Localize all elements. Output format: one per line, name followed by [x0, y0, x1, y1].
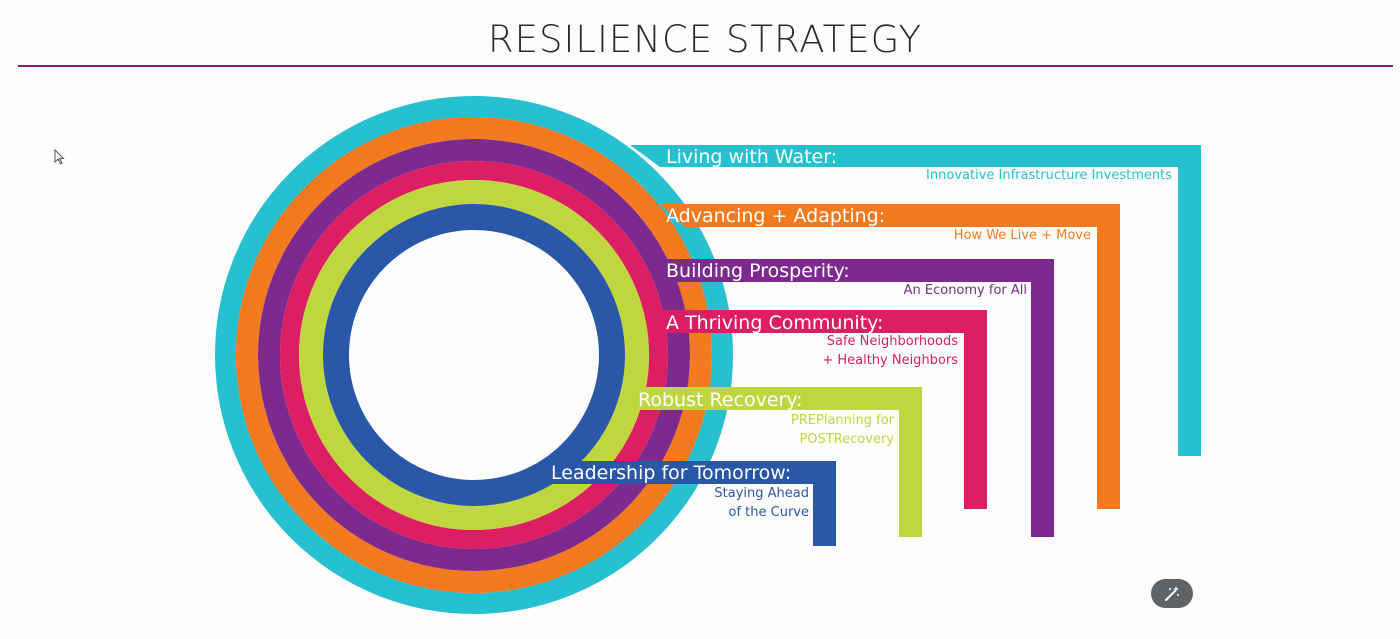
pillar-title: Robust Recovery:: [638, 389, 803, 411]
pillar-subtitle: Safe Neighborhoods: [827, 334, 958, 349]
pillar-title: Advancing + Adapting:: [666, 205, 885, 227]
pillar-subtitle: POSTRecovery: [799, 432, 894, 447]
ring-group: [215, 96, 733, 614]
pointer-cursor-icon: [54, 149, 65, 165]
ring-building-prosperity: [258, 139, 690, 571]
pillar-subtitle: PREPlanning for: [791, 413, 895, 428]
magic-wand-icon: [1165, 585, 1179, 601]
pillar-subtitle: Innovative Infrastructure Investments: [926, 168, 1172, 183]
page-title: RESILIENCE STRATEGY: [487, 18, 923, 61]
band-robust-recovery: [624, 387, 922, 537]
ring-living-with-water: [215, 96, 733, 614]
ring-robust-recovery: [299, 180, 649, 530]
pillar-title: A Thriving Community:: [666, 312, 883, 334]
band-thriving-community: [660, 310, 987, 509]
band-leadership: [540, 461, 836, 546]
pillar-labels: Living with Water: Innovative Infrastruc…: [551, 146, 1172, 520]
pillar-subtitle: Staying Ahead: [714, 486, 809, 501]
pillar-subtitle: How We Live + Move: [954, 228, 1091, 243]
pillar-subtitle: An Economy for All: [904, 283, 1027, 298]
magic-edit-button[interactable]: [1151, 579, 1193, 608]
pillar-title: Living with Water:: [666, 146, 837, 168]
pillar-subtitle: of the Curve: [729, 505, 809, 520]
ring-thriving-community: [280, 161, 668, 549]
pillar-subtitle: + Healthy Neighbors: [822, 353, 958, 368]
ring-leadership: [323, 204, 625, 506]
bracket-group: [540, 145, 1201, 546]
pillar-title: Building Prosperity:: [666, 260, 850, 282]
pillar-title: Leadership for Tomorrow:: [551, 462, 791, 484]
title-divider: [18, 65, 1393, 67]
ring-advancing-adapting: [236, 117, 712, 593]
